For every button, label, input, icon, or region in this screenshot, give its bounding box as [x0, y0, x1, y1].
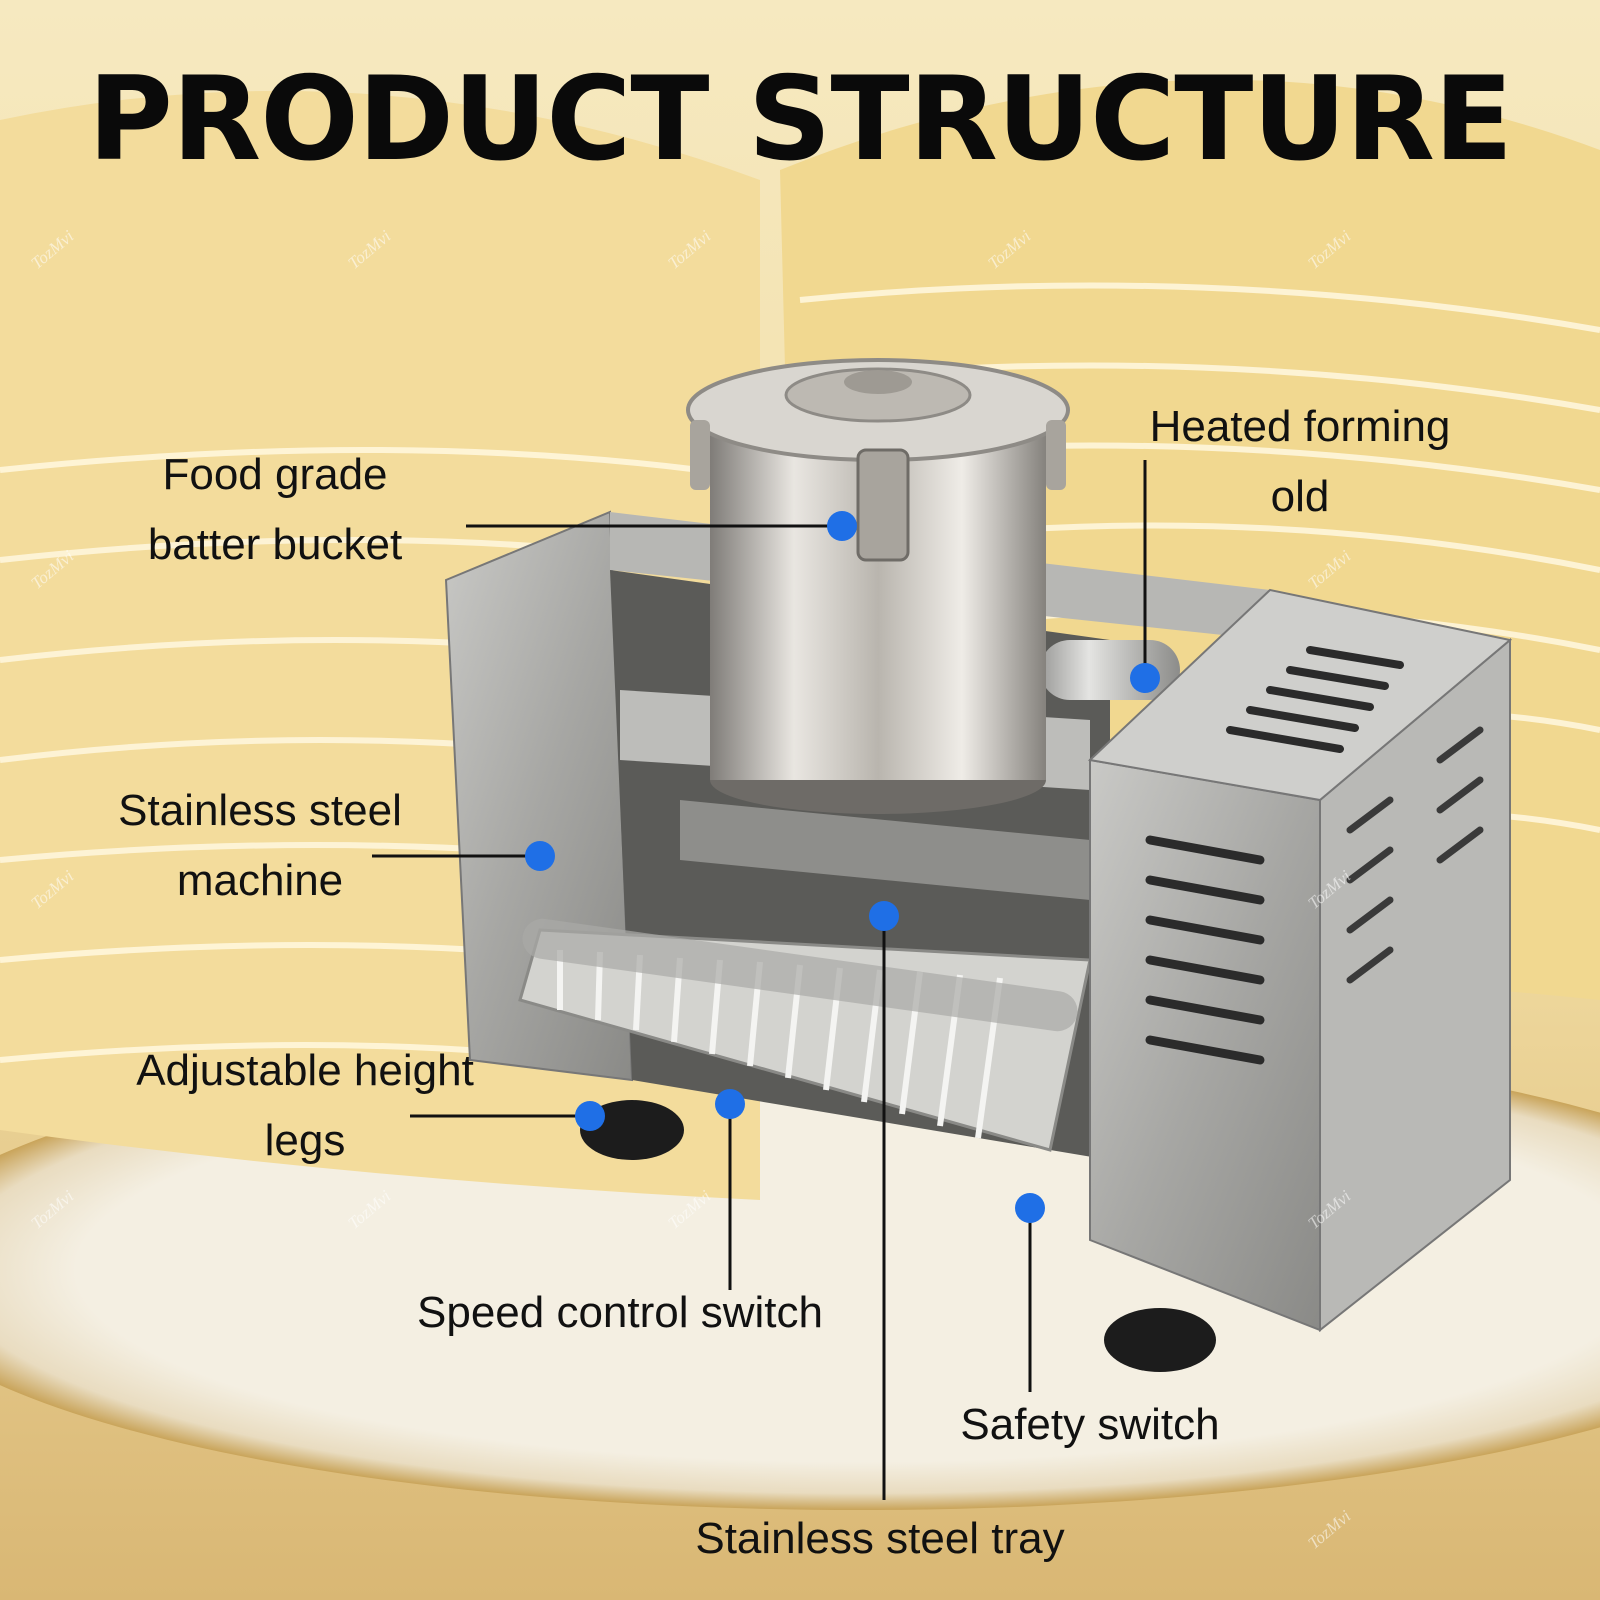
- label-heated-mold: Heated forming old: [1110, 392, 1490, 532]
- label-line: Food grade: [162, 450, 388, 499]
- label-line: legs: [264, 1116, 346, 1165]
- label-line: batter bucket: [147, 520, 403, 569]
- label-safety-switch: Safety switch: [960, 1400, 1220, 1449]
- label-line: Stainless steel: [118, 786, 402, 835]
- marker-tray: [869, 901, 899, 931]
- label-line: Heated forming: [1149, 402, 1451, 451]
- marker-speed-switch: [715, 1089, 745, 1119]
- page-title: PRODUCT STRUCTURE: [87, 52, 1513, 187]
- label-batter-bucket: Food grade batter bucket: [110, 440, 440, 580]
- label-line: old: [1270, 472, 1330, 521]
- label-legs: Adjustable height legs: [95, 1036, 515, 1176]
- marker-machine-body: [525, 841, 555, 871]
- label-line: Adjustable height: [136, 1046, 474, 1095]
- marker-batter-bucket: [827, 511, 857, 541]
- label-tray: Stainless steel tray: [695, 1514, 1065, 1563]
- label-machine-body: Stainless steel machine: [80, 776, 440, 916]
- label-line: machine: [176, 856, 344, 905]
- marker-safety-switch: [1015, 1193, 1045, 1223]
- marker-legs: [575, 1101, 605, 1131]
- marker-heated-mold: [1130, 663, 1160, 693]
- label-speed-switch: Speed control switch: [417, 1288, 823, 1337]
